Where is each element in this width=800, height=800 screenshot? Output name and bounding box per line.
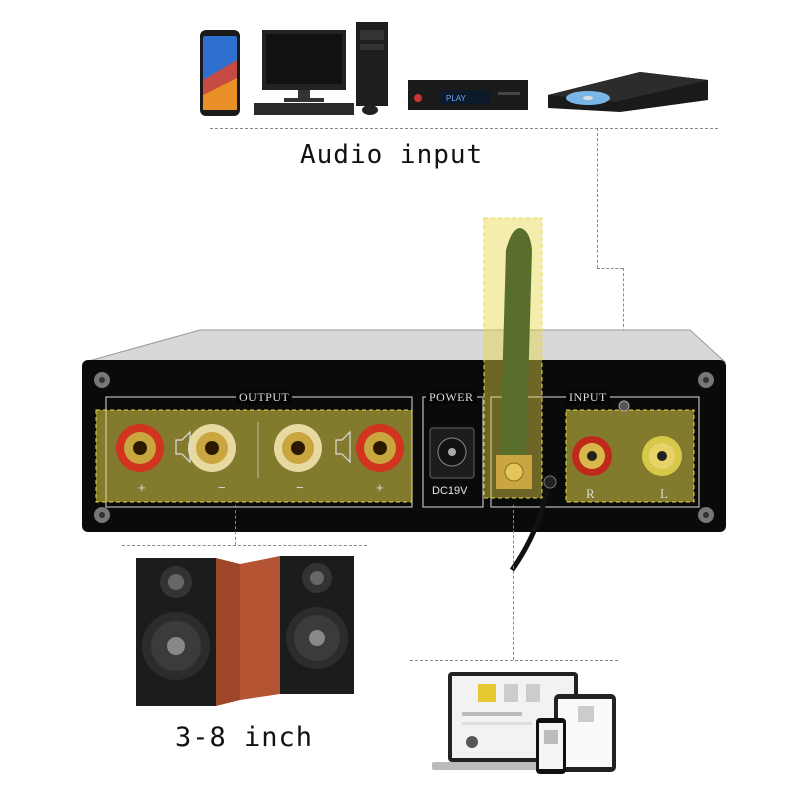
svg-text:PLAY: PLAY xyxy=(446,94,467,103)
input-label: INPUT xyxy=(566,391,610,404)
antenna-drop-line xyxy=(513,505,514,660)
bluetooth-antenna-icon xyxy=(496,228,532,489)
power-label: POWER xyxy=(426,391,477,404)
screw-icon xyxy=(94,372,714,523)
speaker-line xyxy=(122,545,367,546)
bookshelf-speakers-icon xyxy=(136,556,354,706)
device-line xyxy=(410,660,618,661)
blu-ray-player-icon xyxy=(548,72,708,112)
speaker-terminal-icon xyxy=(116,424,404,472)
dvd-player-icon: PLAY xyxy=(408,80,528,110)
smartphone-icon xyxy=(200,30,240,116)
source-devices: PLAY xyxy=(200,22,708,116)
terminal-sign: + xyxy=(138,480,146,495)
terminal-sign: − xyxy=(218,480,226,495)
desktop-computer-icon xyxy=(254,22,388,115)
output-drop-line xyxy=(235,505,236,545)
dc-power-jack-icon xyxy=(429,427,475,479)
audio-input-caption: Audio input xyxy=(300,140,484,170)
source-drop-line xyxy=(597,128,598,268)
laptop-tablet-phone-icon xyxy=(432,672,616,774)
rca-jack-icon xyxy=(572,436,682,476)
source-elbow-line xyxy=(597,268,623,269)
amplifier-rear-panel xyxy=(82,217,727,572)
source-line xyxy=(210,128,718,129)
speaker-size-caption: 3-8 inch xyxy=(175,722,314,753)
power-rating-label: DC19V xyxy=(432,485,468,497)
terminal-sign: + xyxy=(376,480,384,495)
input-channel-label: R xyxy=(586,486,595,501)
terminal-sign: − xyxy=(296,480,304,495)
input-channel-label: L xyxy=(660,486,668,501)
output-label: OUTPUT xyxy=(236,391,293,404)
